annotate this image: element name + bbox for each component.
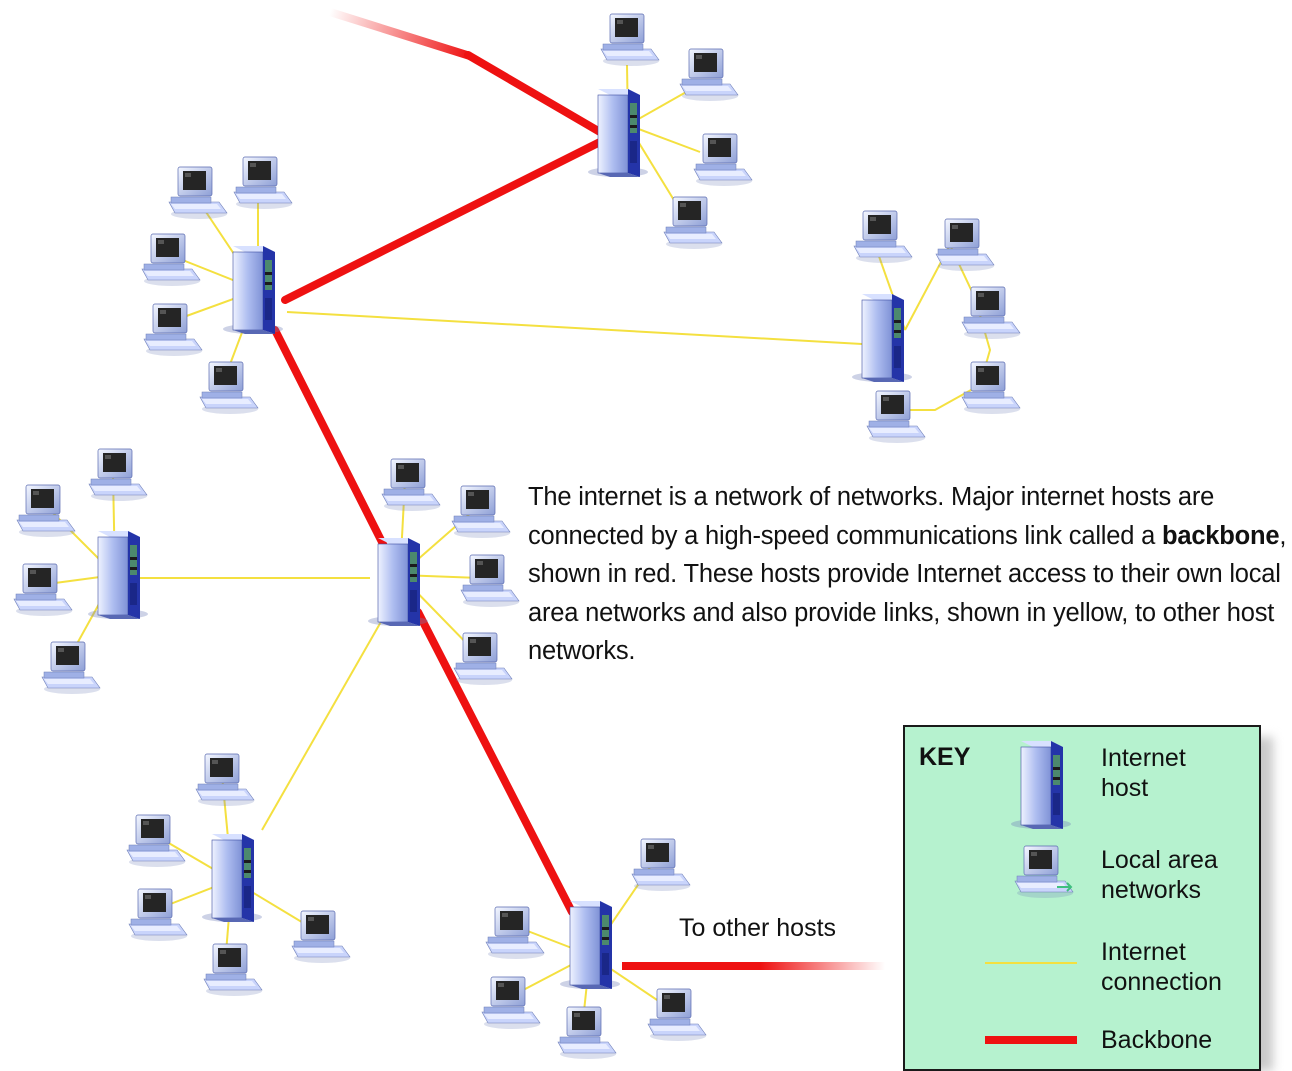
connection-center-lowerleft bbox=[261, 619, 383, 831]
internet-host-server-lower-left bbox=[201, 833, 263, 923]
desktop-computer-icon bbox=[453, 632, 513, 686]
desktop-computer-icon bbox=[1014, 845, 1074, 899]
desktop-computer-icon bbox=[233, 156, 293, 210]
caption-text-continued: , shown in red. These hosts provide Inte… bbox=[528, 521, 1287, 666]
backbone-link bbox=[271, 326, 389, 552]
desktop-computer-icon bbox=[663, 196, 723, 250]
key-label-local-area-networks: Local area networks bbox=[1101, 846, 1218, 904]
desktop-computer-icon bbox=[126, 814, 186, 868]
desktop-computer-icon bbox=[381, 458, 441, 512]
desktop-computer-icon bbox=[631, 838, 691, 892]
to-other-hosts-label: To other hosts bbox=[679, 914, 837, 942]
diagram-caption: The internet is a network of networks. M… bbox=[528, 478, 1288, 671]
desktop-computer-icon bbox=[41, 641, 101, 695]
desktop-computer-icon bbox=[961, 286, 1021, 340]
caption-bold-term: backbone bbox=[1161, 521, 1280, 550]
desktop-computer-icon bbox=[195, 753, 255, 807]
yellow-line-icon bbox=[985, 962, 1077, 964]
internet-host-server-upper-left bbox=[222, 245, 284, 335]
internet-host-server-center bbox=[367, 537, 429, 627]
desktop-computer-icon bbox=[141, 233, 201, 287]
desktop-computer-icon bbox=[199, 361, 259, 415]
desktop-computer-icon bbox=[291, 910, 351, 964]
desktop-computer-icon bbox=[13, 563, 73, 617]
desktop-computer-icon bbox=[451, 485, 511, 539]
desktop-computer-icon bbox=[679, 48, 739, 102]
key-label-internet-host: Internet host bbox=[1101, 744, 1186, 802]
backbone-link bbox=[464, 51, 604, 136]
key-title: KEY bbox=[919, 743, 971, 771]
key-label-internet-connection: Internet connection bbox=[1101, 938, 1222, 996]
desktop-computer-icon bbox=[460, 554, 520, 608]
desktop-computer-icon bbox=[961, 361, 1021, 415]
desktop-computer-icon bbox=[866, 390, 926, 444]
desktop-computer-icon bbox=[693, 133, 753, 187]
server-tower-icon bbox=[1010, 740, 1072, 830]
desktop-computer-icon bbox=[143, 303, 203, 357]
desktop-computer-icon bbox=[203, 943, 263, 997]
backbone-offscreen-top bbox=[328, 8, 472, 60]
desktop-computer-icon bbox=[168, 166, 228, 220]
desktop-computer-icon bbox=[935, 218, 995, 272]
desktop-computer-icon bbox=[88, 448, 148, 502]
red-line-icon bbox=[985, 1036, 1077, 1044]
desktop-computer-icon bbox=[647, 988, 707, 1042]
desktop-computer-icon bbox=[128, 888, 188, 942]
desktop-computer-icon bbox=[853, 210, 913, 264]
key-legend: KEY Internet host Local area networks In… bbox=[903, 725, 1261, 1071]
backbone-link bbox=[281, 138, 604, 304]
internet-host-server-right bbox=[851, 293, 913, 383]
backbone-link bbox=[414, 608, 576, 916]
desktop-computer-icon bbox=[16, 484, 76, 538]
desktop-computer-icon bbox=[600, 13, 660, 67]
desktop-computer-icon bbox=[557, 1006, 617, 1060]
key-label-backbone: Backbone bbox=[1101, 1026, 1213, 1054]
connection-upperleft-right bbox=[286, 311, 863, 345]
caption-text: The internet is a network of networks. M… bbox=[528, 483, 1215, 550]
